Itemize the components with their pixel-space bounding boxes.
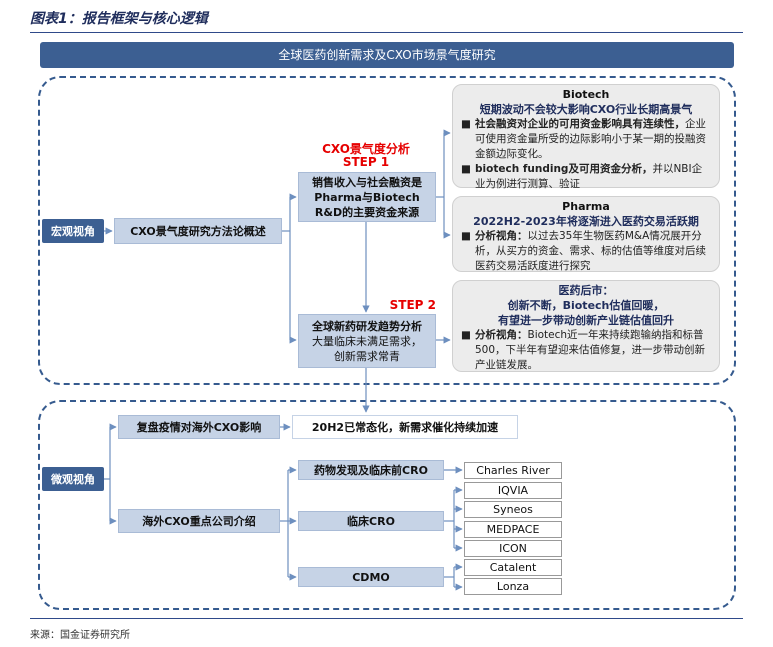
market-card-title: 医药后市：	[558, 284, 614, 297]
review-result-box: 20H2已常态化，新需求催化持续加速	[292, 415, 518, 439]
bullet-icon: ■	[461, 118, 471, 130]
bullet-bold: 分析视角：	[475, 230, 528, 242]
bullet-icon: ■	[461, 163, 471, 175]
market-card-line1: 创新不断，Biotech估值回暖，	[507, 299, 665, 312]
market-card-line2: 有望进一步带动创新产业链估值回升	[498, 314, 674, 327]
category-clinical: 临床CRO	[298, 511, 444, 531]
banner: 全球医药创新需求及CXO市场景气度研究	[40, 42, 734, 68]
step2-box-line: 大量临床未满足需求，	[312, 334, 422, 348]
biotech-card-name: Biotech	[562, 88, 610, 101]
macro-region	[38, 76, 736, 385]
bullet-text: Biotech近一年来持续跑输纳指和标普500，下半年有望迎来估值修复，进一步带…	[475, 329, 706, 371]
category-discovery: 药物发现及临床前CRO	[298, 460, 444, 480]
step1-line: Pharma与Biotech	[314, 190, 420, 204]
bullet-text: 企业可使用资金量所受的边际影响小于某一期的投融资金额边际变化。	[475, 118, 706, 160]
company-icon: ICON	[464, 540, 562, 557]
market-card: 医药后市： 创新不断，Biotech估值回暖， 有望进一步带动创新产业链估值回升…	[452, 280, 720, 372]
company-charles-river: Charles River	[464, 462, 562, 479]
step1-box: 销售收入与社会融资是 Pharma与Biotech R&D的主要资金来源	[298, 172, 436, 222]
biotech-bullet: ■ 社会融资对企业的可用资金影响具有连续性，企业可使用资金量所受的边际影响小于某…	[461, 117, 711, 162]
market-bullet: ■ 分析视角：Biotech近一年来持续跑输纳指和标普500，下半年有望迎来估值…	[461, 328, 711, 373]
pharma-bullet: ■ 分析视角：以过去35年生物医药M&A情况展开分析，从买方的资金、需求、标的估…	[461, 229, 711, 274]
bullet-bold: 社会融资对企业的可用资金影响具有连续性，	[475, 118, 685, 130]
macro-label: 宏观视角	[42, 219, 104, 243]
bullet-text: 以过去35年生物医药M&A情况展开分析，从买方的资金、需求、标的估值等维度对后续…	[475, 230, 706, 272]
overseas-box: 海外CXO重点公司介绍	[118, 509, 280, 533]
methodology-box: CXO景气度研究方法论概述	[114, 218, 282, 244]
micro-region	[38, 400, 736, 610]
bullet-bold: biotech funding及可用资金分析，	[475, 163, 653, 175]
bullet-icon: ■	[461, 230, 471, 242]
step2-box-title: 全球新药研发趋势分析	[312, 319, 422, 333]
pharma-card: Pharma 2022H2-2023年将逐渐进入医药交易活跃期 ■ 分析视角：以…	[452, 196, 720, 272]
micro-label: 微观视角	[42, 467, 104, 491]
bullet-icon: ■	[461, 329, 471, 341]
bullet-bold: 分析视角：	[475, 329, 528, 341]
top-rule	[30, 32, 743, 33]
source-note: 来源：国金证券研究所	[30, 630, 130, 641]
company-iqvia: IQVIA	[464, 482, 562, 499]
bottom-rule	[30, 618, 743, 619]
step1-line: R&D的主要资金来源	[314, 205, 420, 219]
company-catalent: Catalent	[464, 559, 562, 576]
company-syneos: Syneos	[464, 501, 562, 518]
step1-title: CXO景气度分析	[322, 142, 410, 156]
step2-label: STEP 2	[389, 298, 436, 312]
review-box: 复盘疫情对海外CXO影响	[118, 415, 280, 439]
bullet-text: 并以NBI企业为例进行测算、验证	[475, 163, 703, 190]
step1-label: STEP 1	[342, 155, 390, 169]
step2-box: 全球新药研发趋势分析 大量临床未满足需求， 创新需求常青	[298, 314, 436, 368]
biotech-bullet: ■ biotech funding及可用资金分析，并以NBI企业为例进行测算、验…	[461, 162, 711, 192]
biotech-card-headline: 短期波动不会较大影响CXO行业长期高景气	[479, 103, 693, 116]
pharma-card-headline: 2022H2-2023年将逐渐进入医药交易活跃期	[473, 215, 699, 228]
company-lonza: Lonza	[464, 578, 562, 595]
company-medpace: MEDPACE	[464, 521, 562, 538]
pharma-card-name: Pharma	[562, 200, 610, 213]
category-cdmo: CDMO	[298, 567, 444, 587]
step2-box-line: 创新需求常青	[334, 349, 400, 363]
step1-line: 销售收入与社会融资是	[312, 175, 422, 189]
biotech-card: Biotech 短期波动不会较大影响CXO行业长期高景气 ■ 社会融资对企业的可…	[452, 84, 720, 190]
figure-title: 图表1：报告框架与核心逻辑	[30, 11, 208, 27]
